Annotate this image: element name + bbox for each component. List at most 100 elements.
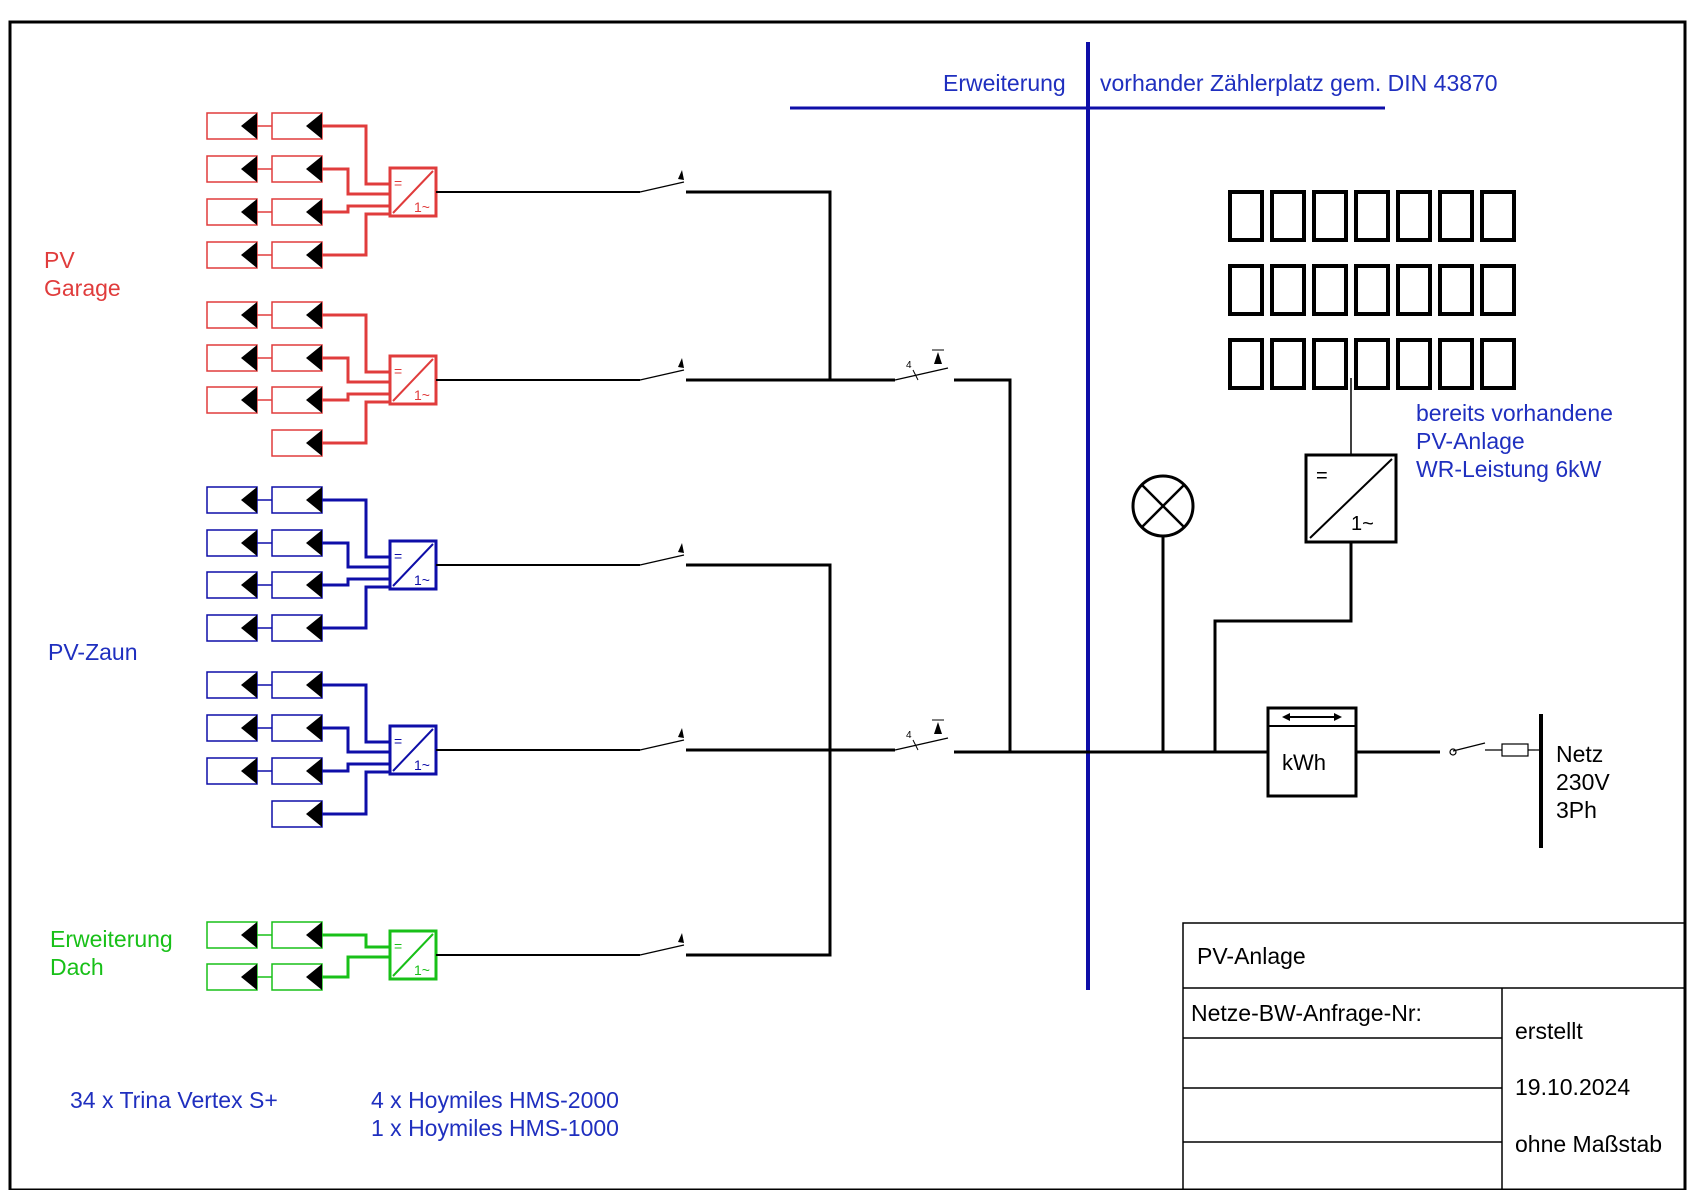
dc-string-wire — [322, 498, 390, 559]
inverter-dc-symbol: = — [394, 548, 402, 564]
dc-wiring — [322, 683, 390, 816]
module-diode-icon — [241, 345, 257, 371]
main-switch-arrow-icon — [934, 722, 942, 734]
dach-string: = 1~ — [206, 921, 438, 991]
switch-arrow-icon — [678, 358, 684, 368]
string-switch — [639, 181, 685, 193]
garage-string-2: =1~ — [206, 301, 438, 457]
main-switch-blade — [894, 367, 949, 381]
kwh-label: kWh — [1282, 750, 1326, 775]
pv-module — [206, 198, 258, 226]
existing-pv-module — [1228, 338, 1264, 390]
existing-pv-module — [1438, 190, 1474, 242]
module-diode-icon — [306, 672, 322, 698]
module-diode-icon — [306, 387, 322, 413]
module-diode-icon — [306, 922, 322, 948]
module-diode-icon — [306, 113, 322, 139]
inverter-diagonal — [392, 728, 434, 772]
ac-wiring: 44 — [436, 170, 1012, 957]
existing-pv-module — [1480, 190, 1516, 242]
inverter-hms2000-label: 4 x Hoymiles HMS-2000 — [371, 1087, 619, 1113]
module-diode-icon — [306, 758, 322, 784]
existing-pv-module — [1270, 190, 1306, 242]
inverter-hms1000-label: 1 x Hoymiles HMS-1000 — [371, 1115, 619, 1141]
module-count-label: 34 x Trina Vertex S+ — [70, 1087, 278, 1113]
module-diode-icon — [306, 572, 322, 598]
existing-inverter-ac: 1~ — [1351, 513, 1374, 535]
zaun-string-1: =1~ — [206, 486, 438, 642]
module-diode-icon — [241, 242, 257, 268]
main-switch-blade — [894, 737, 949, 751]
existing-pv-array — [1228, 190, 1516, 390]
pv-garage-label-line1: PV — [44, 247, 75, 273]
drawing-frame — [8, 20, 1687, 1190]
existing-pv-module — [1438, 264, 1474, 316]
dc-string-wire — [322, 762, 390, 773]
module-diode-icon — [306, 530, 322, 556]
dc-string-wire — [322, 313, 390, 374]
existing-pv-module — [1312, 338, 1348, 390]
string-switch — [639, 739, 685, 751]
module-diode-icon — [306, 801, 322, 827]
existing-inverter-dc: = — [1316, 465, 1328, 487]
existing-pv-module — [1270, 264, 1306, 316]
pv-anlage-label: PV-Anlage — [1416, 428, 1525, 454]
module-diode-icon — [241, 156, 257, 182]
module-diode-icon — [306, 964, 322, 990]
inverter-dc-symbol: = — [394, 938, 402, 954]
inverter-ac-symbol: 1~ — [414, 962, 430, 978]
dc-string-wire — [322, 400, 390, 445]
zaehlerplatz-label: vorhander Zählerplatz gem. DIN 43870 — [1100, 70, 1498, 96]
erweiterung-dach-label-line2: Dach — [50, 954, 104, 980]
main-switch-arrow-icon — [934, 352, 942, 364]
dc-string-wire — [322, 212, 390, 257]
existing-pv-module — [1312, 264, 1348, 316]
dc-wiring — [322, 933, 390, 979]
main-switch-pole-mark — [912, 369, 919, 381]
dc-string-wire — [322, 356, 390, 384]
dc-wiring — [322, 498, 390, 630]
existing-inverter: = 1~ — [1304, 453, 1398, 544]
inverter-diagonal — [392, 933, 434, 977]
inverter-ac-symbol: 1~ — [414, 199, 430, 215]
module-diode-icon — [241, 922, 257, 948]
zaun-dach-collector — [686, 563, 832, 957]
module-diode-icon — [306, 199, 322, 225]
main-switch-pole-mark — [912, 739, 919, 751]
existing-pv-module — [1228, 264, 1264, 316]
existing-pv-module — [1354, 264, 1390, 316]
dc-string-wire — [322, 124, 390, 186]
module-diode-icon — [241, 113, 257, 139]
existing-inverter-feed — [1213, 542, 1353, 752]
inverter-dc-symbol: = — [394, 363, 402, 379]
netz-label: Netz — [1556, 741, 1603, 767]
existing-pv-module — [1438, 338, 1474, 390]
existing-pv-module — [1396, 338, 1432, 390]
switch-arrow-icon — [678, 933, 684, 943]
module-diode-icon — [306, 487, 322, 513]
main-switch-pole-count: 4 — [906, 360, 912, 371]
main-switch-pole-count: 4 — [906, 730, 912, 741]
module-diode-icon — [241, 758, 257, 784]
erweiterung-dach-label-line1: Erweiterung — [50, 926, 173, 952]
title-block — [1182, 922, 1686, 1190]
module-diode-icon — [306, 430, 322, 456]
module-diode-icon — [306, 242, 322, 268]
title-scale: ohne Maßstab — [1515, 1131, 1662, 1157]
module-diode-icon — [241, 964, 257, 990]
garage-collector — [686, 190, 832, 380]
dc-wiring — [322, 124, 390, 257]
module-diode-icon — [241, 715, 257, 741]
erweiterung-top-label: Erweiterung — [943, 70, 1066, 96]
grid-connection — [1356, 714, 1543, 848]
title-date: 19.10.2024 — [1515, 1074, 1630, 1100]
title-anfrage: Netze-BW-Anfrage-Nr: — [1191, 1000, 1422, 1026]
title-project: PV-Anlage — [1197, 943, 1306, 969]
switch-arrow-icon — [678, 728, 684, 738]
module-diode-icon — [241, 615, 257, 641]
dc-string-wire — [322, 541, 390, 569]
dc-string-wire — [322, 577, 390, 587]
existing-pv-module — [1312, 190, 1348, 242]
switch-arrow-icon — [678, 170, 684, 180]
module-diode-icon — [241, 487, 257, 513]
